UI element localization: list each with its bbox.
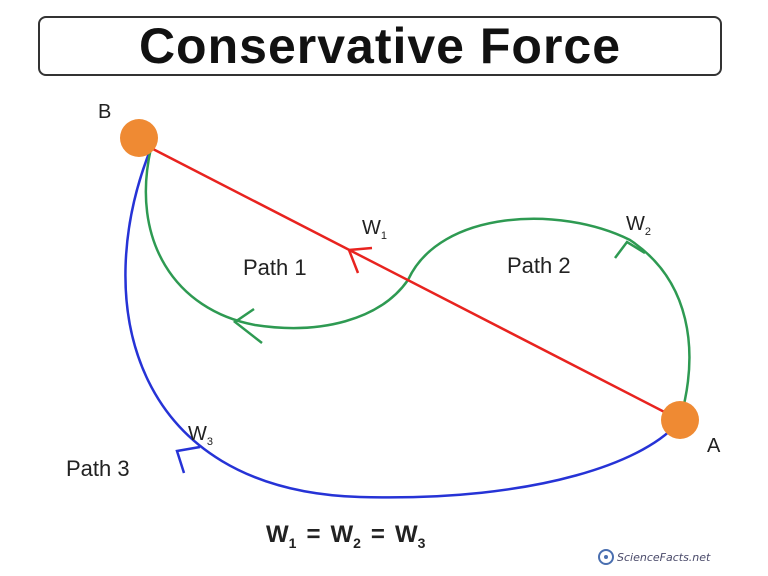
equation-w3: W	[395, 521, 418, 548]
work-3-letter: W	[188, 423, 207, 445]
diagram-title: Conservative Force	[138, 18, 622, 74]
point-b-label: B	[98, 101, 111, 123]
equation-w2: W	[330, 521, 353, 548]
equation-equals-1: =	[306, 521, 320, 548]
work-2-subscript: 2	[645, 226, 651, 238]
work-3-label: W3	[188, 423, 213, 448]
point-b-marker	[120, 119, 158, 157]
title-box: Conservative Force	[38, 16, 722, 76]
work-2-letter: W	[626, 213, 645, 235]
path-3-arrow	[175, 445, 201, 474]
equation-sub-3: 3	[418, 535, 426, 551]
point-a-marker	[661, 401, 699, 439]
equation-sub-2: 2	[353, 535, 361, 551]
work-2-label: W2	[626, 213, 651, 238]
path-1-label: Path 1	[243, 255, 307, 280]
work-1-letter: W	[362, 217, 381, 239]
work-equation: W1=W2=W3	[266, 521, 426, 551]
path-2-label: Path 2	[507, 253, 571, 278]
path-3-label: Path 3	[66, 456, 130, 481]
equation-w1: W	[266, 521, 289, 548]
path-2-arrow	[614, 240, 646, 259]
watermark: ScienceFacts.net	[598, 549, 711, 565]
watermark-text: ScienceFacts.net	[617, 551, 711, 564]
watermark-logo-dot	[604, 555, 608, 559]
path-1-green-arrow	[232, 307, 263, 344]
path-3-curve	[124, 147, 681, 499]
work-1-subscript: 1	[381, 230, 387, 242]
equation-sub-1: 1	[289, 535, 297, 551]
work-3-subscript: 3	[207, 436, 213, 448]
path-1-line	[150, 146, 681, 422]
work-1-label: W1	[362, 217, 387, 242]
path-1-arrow	[347, 246, 373, 274]
equation-equals-2: =	[371, 521, 385, 548]
watermark-logo-icon	[598, 549, 614, 565]
point-a-label: A	[707, 435, 721, 457]
